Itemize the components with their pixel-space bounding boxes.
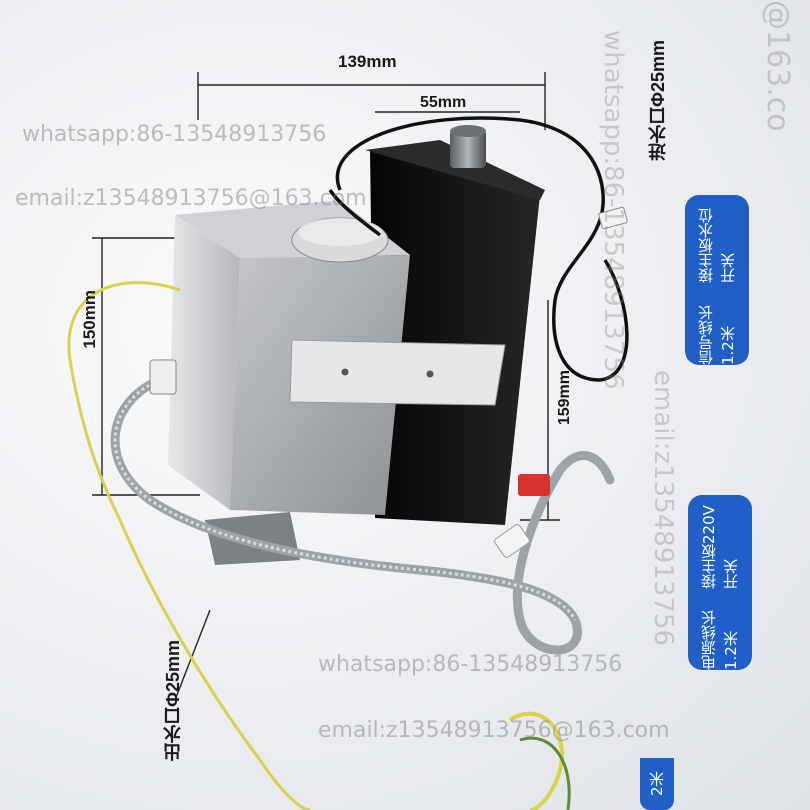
watermark-vertical-a: whatsapp:86-13548913756 (598, 30, 628, 390)
height-right-label: 159mm (556, 370, 573, 426)
signal-line-pill: 信号线长1.2米 接主板水位开关 (685, 195, 749, 365)
width-top-label: 139mm (338, 52, 397, 71)
outlet-label: 出水口Φ25mm (163, 640, 183, 761)
signal-conn-label: 接主板水位开关 (697, 207, 737, 283)
signal-line-label: 信号线长1.2米 (697, 305, 737, 365)
width-inner-label: 55mm (420, 94, 467, 111)
inlet-label: 进水口Φ25mm (648, 40, 668, 161)
watermark-vertical-b: email:z13548913756 (648, 370, 678, 647)
power-line-label: 电源线长1.2米 (700, 610, 740, 670)
watermark-email-bottom: email:z13548913756@163.com (318, 718, 670, 743)
watermark-whatsapp-bottom: whatsapp:86-13548913756 (318, 652, 623, 677)
bottom-partial-label: 2米 (648, 771, 666, 797)
bottom-partial-pill: 2米 (640, 758, 674, 810)
watermark-email-top: email:z13548913756@163.com (15, 186, 367, 211)
height-left-label: 150mm (80, 290, 99, 349)
watermark-email-partial: @163.co (760, 0, 795, 132)
watermark-whatsapp-top: whatsapp:86-13548913756 (22, 122, 327, 147)
power-conn-label: 接主板220V开关 (700, 504, 740, 589)
power-line-pill: 电源线长1.2米 接主板220V开关 (688, 495, 752, 670)
